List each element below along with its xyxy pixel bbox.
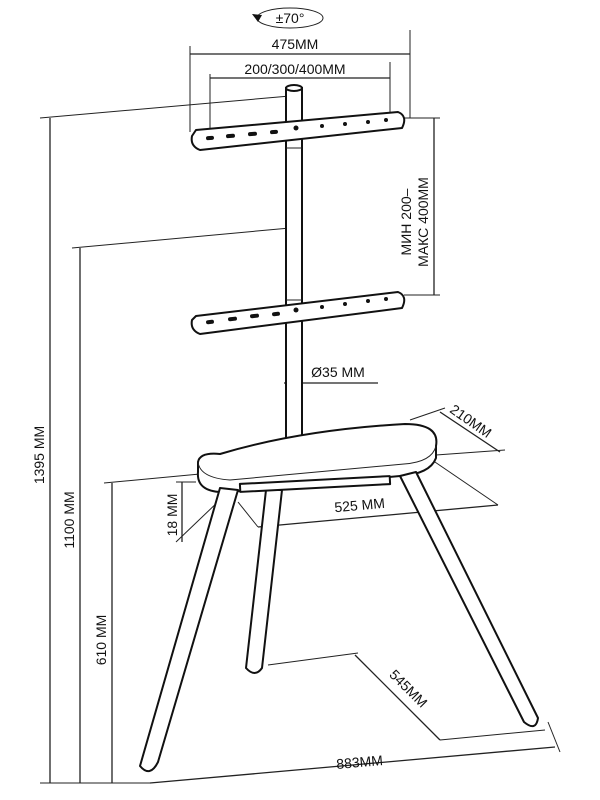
shelf-width-label: 525 MM <box>334 495 386 515</box>
base-width-dimension: 883MM <box>149 721 561 784</box>
front-left-leg <box>139 487 239 773</box>
shelf-width-dimension: 525 MM <box>237 459 499 528</box>
rotation-arrow-icon <box>252 14 262 22</box>
height-610-dimension: 610 MM <box>93 473 201 783</box>
height-610-label: 610 MM <box>93 615 109 666</box>
bracket-width-dimension: 475MM <box>189 30 411 132</box>
lower-vesa-bracket <box>190 291 406 335</box>
bracket-width-label: 475MM <box>272 36 319 52</box>
height-1100-label: 1100 MM <box>61 491 77 548</box>
vesa-range-label: 200/300/400MM <box>244 61 345 77</box>
rotation-label: ±70° <box>276 10 305 26</box>
pole-diameter-label: Ø35 MM <box>311 364 365 380</box>
front-right-leg <box>399 471 539 728</box>
height-1100-dimension: 1100 MM <box>61 227 291 783</box>
shelf <box>196 423 438 494</box>
base-width-label: 883MM <box>336 752 384 772</box>
rotation-indicator: ±70° <box>252 7 324 29</box>
top-vesa-bracket <box>190 111 406 151</box>
total-height-label: 1395 MM <box>31 426 47 484</box>
shelf-thickness-label: 18 MM <box>164 494 180 537</box>
rear-leg <box>245 489 283 674</box>
vesa-range-dimension: 200/300/400MM <box>209 61 391 130</box>
height-adjust-label-line1: МИН 200– <box>398 188 414 255</box>
total-height-dimension: 1395 MM <box>31 95 291 784</box>
rear-leg-label: 545MM <box>386 666 430 710</box>
height-adjust-dimension: МИН 200– МАКС 400ММ <box>398 117 440 296</box>
height-adjust-label-line2: МАКС 400ММ <box>415 177 431 267</box>
